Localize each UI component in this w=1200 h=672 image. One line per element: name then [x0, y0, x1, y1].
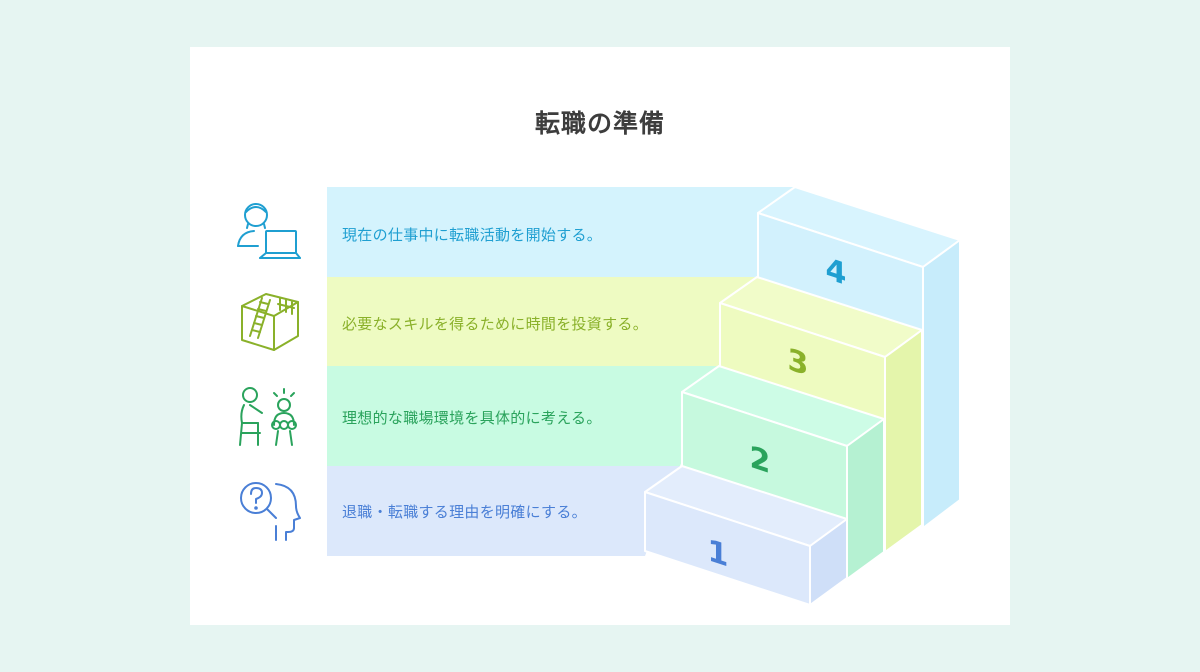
step-3-text: 必要なスキルを得るために時間を投資する。	[342, 315, 649, 333]
team-meeting-icon	[239, 387, 297, 446]
step-2-text: 理想的な職場環境を具体的に考える。	[342, 409, 602, 427]
page-title: 転職の準備	[534, 109, 665, 138]
person-laptop-icon	[237, 203, 301, 259]
step-1-text: 退職・転職する理由を明確にする。	[342, 503, 587, 521]
band-1	[327, 466, 680, 556]
band-3	[327, 277, 768, 366]
step-number-4: 4	[826, 251, 847, 293]
ladder-box-icon	[241, 293, 299, 351]
step-number-1: 1	[708, 533, 729, 575]
step-number-2: 2	[750, 439, 771, 481]
question-head-icon	[240, 482, 301, 541]
band-4	[327, 187, 795, 277]
band-2	[327, 366, 720, 466]
step-block-1	[644, 465, 848, 606]
step-number-3: 3	[788, 342, 809, 384]
step-4-text: 現在の仕事中に転職活動を開始する。	[342, 226, 603, 244]
